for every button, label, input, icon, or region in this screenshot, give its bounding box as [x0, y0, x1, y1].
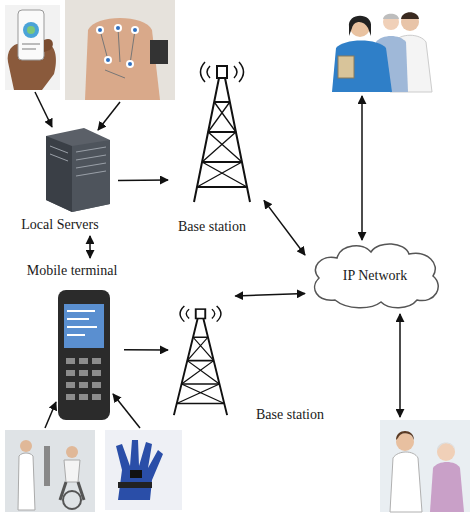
base-station-node: Base station [168, 296, 345, 426]
network-cloud: IP Network [305, 238, 445, 312]
leader-arrow [98, 102, 120, 130]
leader-arrow [45, 402, 56, 428]
ecg-photo [65, 0, 175, 100]
node-label: IP Network [343, 267, 407, 284]
server-icon [46, 128, 110, 212]
tower-icon [194, 62, 250, 202]
base-station-node: Base station [168, 58, 264, 236]
mobile-terminal-node: Mobile terminal [18, 258, 124, 422]
connector-arrow [264, 200, 305, 255]
leader-arrow [361, 96, 363, 240]
connector-arrow [89, 236, 91, 258]
smartphone-photo [5, 5, 60, 90]
rehab-photo [5, 430, 95, 512]
connector-arrow [124, 349, 168, 351]
tower-icon [174, 306, 227, 415]
mobile-terminal-device [58, 290, 110, 420]
patient-care-photo [380, 420, 470, 512]
leader-arrow [35, 92, 52, 127]
leader-arrow [113, 394, 140, 428]
node-label: Base station [256, 406, 324, 423]
leader-arrow [399, 314, 401, 417]
connector-arrow [235, 294, 305, 297]
node-label: Base station [178, 218, 246, 235]
node-label: Local Servers [21, 216, 98, 233]
server-node: Local Servers [5, 125, 118, 236]
node-label: Mobile terminal [27, 262, 118, 279]
connector-arrow [118, 179, 168, 181]
sensor-glove-photo [105, 430, 182, 510]
doctors-photo [332, 12, 432, 92]
